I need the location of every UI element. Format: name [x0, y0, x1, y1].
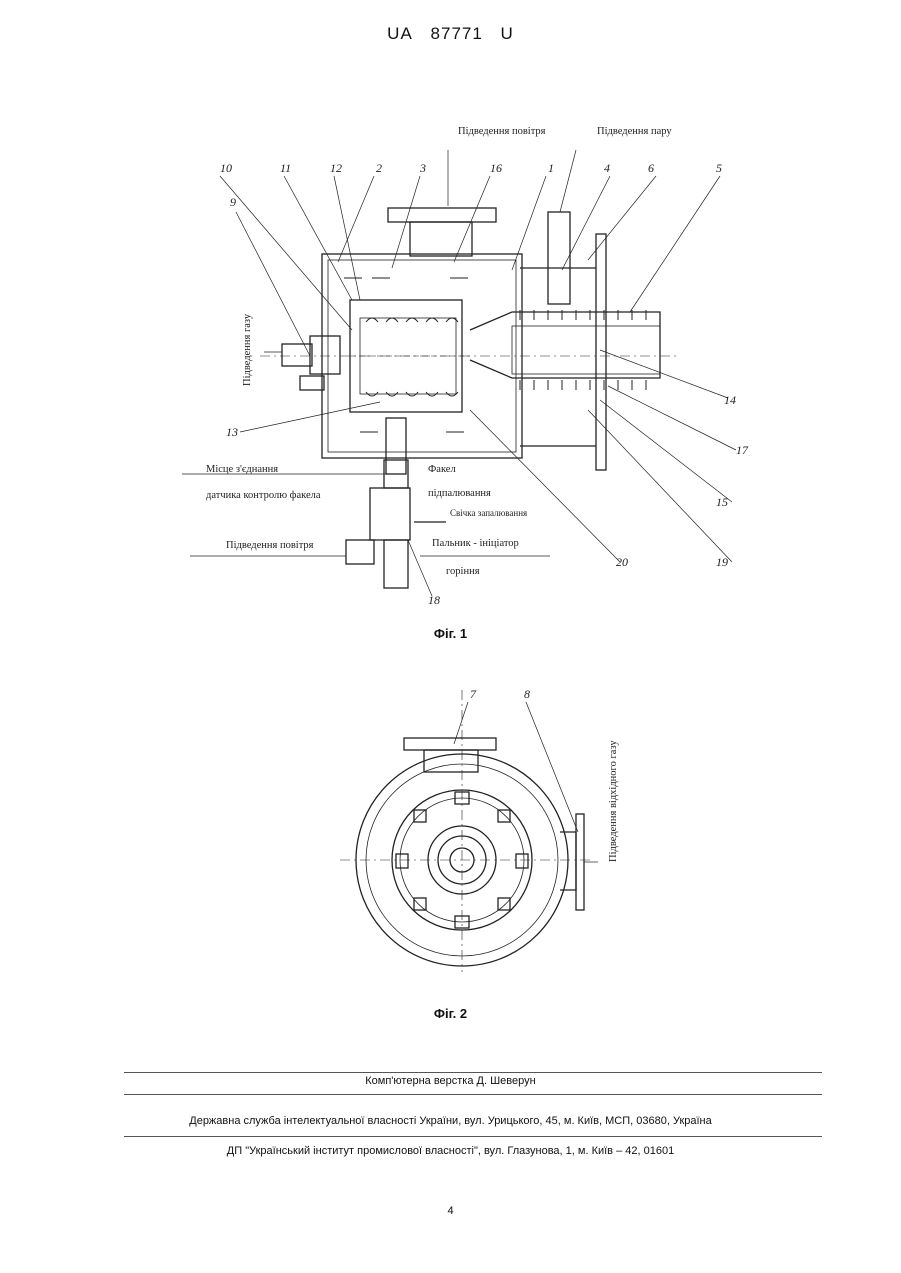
divider — [124, 1094, 822, 1095]
label-steam-supply: Підведення пару — [597, 126, 672, 137]
part-number: 16 — [490, 161, 502, 175]
divider — [124, 1136, 822, 1137]
part-number: 1 — [548, 161, 554, 175]
label-sensor-joint: Місце з'єднання — [206, 464, 278, 475]
label-ignition: підпалювання — [428, 488, 491, 499]
label-burner-initiator: Пальник - ініціатор — [432, 538, 519, 549]
part-number: 20 — [616, 555, 628, 569]
label-exhaust-gas: Підведення відхідного газу — [608, 740, 619, 862]
leader-lines — [182, 150, 736, 596]
label-combustion: горіння — [446, 566, 480, 577]
part-number: 17 — [736, 443, 749, 457]
part-number: 5 — [716, 161, 722, 175]
label-spark-plug: Свічка запалювання — [450, 508, 527, 518]
part-number: 3 — [419, 161, 426, 175]
figure2-drawing — [340, 690, 594, 972]
part-number: 13 — [226, 425, 238, 439]
label-torch: Факел — [428, 464, 456, 475]
figure1-drawing — [260, 208, 680, 588]
label-air-supply-top: Підведення повітря — [458, 126, 546, 137]
agency-address: Державна служба інтелектуальної власност… — [0, 1115, 901, 1127]
swirl-marks — [344, 278, 646, 432]
part-number: 18 — [428, 593, 440, 607]
label-air-supply-bottom: Підведення повітря — [226, 540, 314, 551]
label-gas-supply: Підведення газу — [242, 313, 253, 386]
part-number: 4 — [604, 161, 610, 175]
part-number: 14 — [724, 393, 736, 407]
figure1-caption: Фіг. 1 — [0, 626, 901, 641]
page-number: 4 — [0, 1205, 901, 1217]
part-number: 15 — [716, 495, 728, 509]
part-number: 9 — [230, 195, 236, 209]
part-number: 10 — [220, 161, 232, 175]
part-number: 11 — [280, 161, 291, 175]
typesetting-credit: Комп'ютерна верстка Д. Шеверун — [0, 1075, 901, 1087]
part-number: 7 — [470, 687, 477, 701]
institute-address: ДП "Український інститут промислової вла… — [0, 1145, 901, 1157]
label-flame-sensor: датчика контролю факела — [206, 490, 321, 501]
part-number: 19 — [716, 555, 728, 569]
divider — [124, 1072, 822, 1073]
figure2-caption: Фіг. 2 — [0, 1006, 901, 1021]
part-number: 8 — [524, 687, 530, 701]
part-number: 12 — [330, 161, 342, 175]
part-number: 6 — [648, 161, 654, 175]
part-number: 2 — [376, 161, 382, 175]
